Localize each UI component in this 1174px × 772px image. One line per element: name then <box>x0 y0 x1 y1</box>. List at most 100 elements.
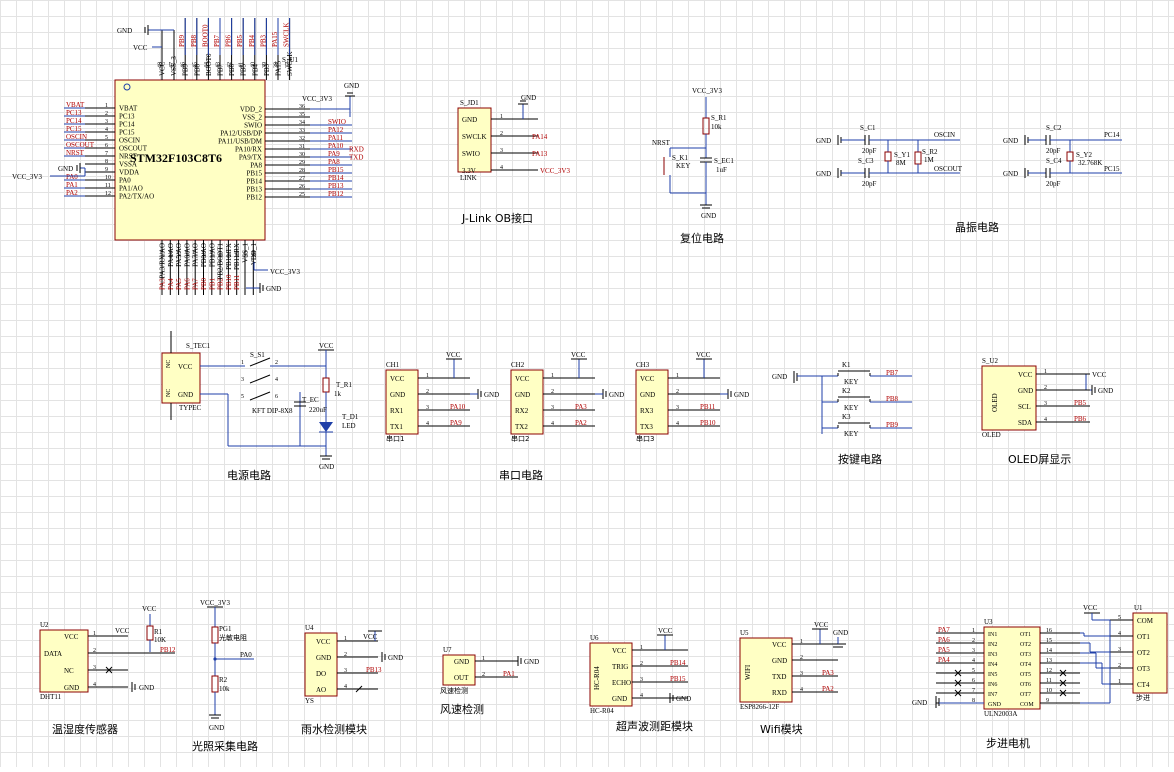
wind-pin-num: 2 <box>482 672 485 678</box>
mcu-top-vcc-label: VCC <box>133 44 148 52</box>
power-r-val: 1k <box>334 390 342 398</box>
mcu-pin-num: 11 <box>105 183 111 189</box>
mcu-net-label: PC15 <box>66 125 82 133</box>
mcu-pin-name: SWCLK <box>286 52 294 77</box>
mcu-pin-num: 44 <box>204 62 210 68</box>
mcu-pin-name: PC15 <box>119 129 135 137</box>
rain-net-label: PB13 <box>366 666 382 674</box>
crystal-pc14-label: PC14 <box>1104 131 1120 139</box>
oled-pin-name: GND <box>1018 387 1033 395</box>
wifi-body <box>739 637 793 703</box>
stepper-in-num: 4 <box>972 658 975 664</box>
stepper-net-label: PA5 <box>938 646 950 654</box>
mcu-pin-name: PB5 <box>240 63 248 76</box>
mcu-net-label: PB2 <box>217 277 225 290</box>
ultra-pin-name: VCC <box>612 647 627 655</box>
stepper-out-num: 16 <box>1046 628 1052 634</box>
mcu-net-label: SWCLK <box>283 23 291 48</box>
mcu-pin-num: 28 <box>299 168 305 174</box>
jlink-net-label: VCC_3V3 <box>540 167 570 175</box>
mcu-pin-num: 18 <box>202 251 208 257</box>
wifi-net-label: PA3 <box>822 669 834 677</box>
mcu-pin-num: 2 <box>105 111 108 117</box>
oled-ref: S_U2 <box>982 357 998 365</box>
crystal-gnd3-label: GND <box>1003 137 1018 145</box>
wind-pin-num: 1 <box>482 656 485 662</box>
ultra-net-label: PB15 <box>670 675 686 683</box>
jlink-pin-name: GND <box>462 116 477 124</box>
mcu-pin-name: PB4 <box>251 63 259 76</box>
mcu-top-gnd-label: GND <box>117 27 132 35</box>
power-led-ref: T_D1 <box>342 413 359 421</box>
dht-pin-name: VCC <box>64 633 79 641</box>
dht-pin-num: 4 <box>93 682 96 688</box>
stepper-block: U3 ULN2003A U1 步进 VCC GND IN11PA7IN22PA6… <box>912 604 1168 718</box>
dht-r-ref: R1 <box>154 628 163 636</box>
wifi-footer: ESP8266-12F <box>740 703 779 711</box>
mcu-pin-name: VSS_2 <box>242 114 262 122</box>
serial-net-label: PA9 <box>450 419 462 427</box>
no-connect-icon <box>954 669 962 677</box>
oled-title: OLED屏显示 <box>1008 453 1071 466</box>
mcu-pin-name: PA12/USB/DP <box>220 130 262 138</box>
reset-resistor <box>702 117 710 135</box>
stepper-motor-pin-name: OT1 <box>1137 633 1150 641</box>
wifi-net-label: PA2 <box>822 685 834 693</box>
serial-gnd-label: GND <box>609 391 624 399</box>
serial-pin-num: 4 <box>551 421 554 427</box>
mcu-net-label: PB13 <box>328 182 344 190</box>
crystal-gnd4-label: GND <box>1003 170 1018 178</box>
mcu-net-label: PB15 <box>328 166 344 174</box>
mcu-net-label: PA8 <box>328 158 340 166</box>
power-sw-pin5: 5 <box>241 394 244 400</box>
rain-pin-num: 2 <box>344 652 347 658</box>
wind-title: 风速检测 <box>440 702 484 716</box>
stepper-out-name: OT6 <box>1020 682 1031 688</box>
jlink-title: J-Link OB接口 <box>461 212 533 225</box>
mcu-net-extra: TXD <box>349 154 363 162</box>
mcu-pin-num: 9 <box>105 167 108 173</box>
ultra-body-label: HC-R04 <box>593 666 601 690</box>
stepper-out-name: OT4 <box>1020 662 1031 668</box>
mcu-pin-name: VSS_3 <box>170 56 178 76</box>
wifi-body-label: WIFI <box>744 664 752 680</box>
stepper-out-num: 11 <box>1046 678 1052 684</box>
stepper-in-name: IN4 <box>988 662 997 668</box>
mcu-pin-num: 45 <box>192 62 198 68</box>
rain-pin-num: 3 <box>344 668 347 674</box>
reset-block: VCC_3V3 S_R1 10k NRST S_K1 KEY S_EC1 1uF… <box>652 87 734 245</box>
crystal-y1-val: 8M <box>896 159 907 167</box>
mcu-pin-num: 32 <box>299 136 305 142</box>
light-net-label: PA0 <box>240 651 252 659</box>
serial-pin-name: VCC <box>640 375 655 383</box>
serial-port-ref: CH3 <box>636 361 650 369</box>
crystal-y2-val: 32.768K <box>1078 159 1102 167</box>
serial-net-label: PA2 <box>575 419 587 427</box>
mcu-pin-name: SWIO <box>244 122 262 130</box>
dht-gnd-label: GND <box>139 684 154 692</box>
wind-footer: 风速检测 <box>440 686 468 695</box>
mcu-pin-name: PB7 <box>217 63 225 76</box>
oled-pin-name: VCC <box>1018 371 1033 379</box>
reset-gnd-label: GND <box>701 212 716 220</box>
mcu-block: S_U1 STM32F103C8T6 VCC GND 1VBATVBAT2PC1… <box>12 18 364 295</box>
reset-c-ref: S_EC1 <box>714 157 734 165</box>
power-gnd-label: GND <box>319 463 334 471</box>
mcu-pin-name: PA9/TX <box>239 154 262 162</box>
stepper-vcc-label: VCC <box>1083 604 1098 612</box>
mcu-pin-num: 23 <box>244 251 250 257</box>
mcu-pin-num: 27 <box>299 176 305 182</box>
light-block: VCC_3V3 PG1 光敏电阻 PA0 R2 10k GND 光照采集电路 <box>192 599 258 753</box>
power-ec-ref: T_EC <box>302 396 319 404</box>
serial-pin-num: 1 <box>426 373 429 379</box>
ultra-net-label: PB14 <box>670 659 686 667</box>
serial-pin-name: VCC <box>390 375 405 383</box>
serial-net-label: PA10 <box>450 403 466 411</box>
stepper-out-name: COM <box>1020 702 1034 708</box>
